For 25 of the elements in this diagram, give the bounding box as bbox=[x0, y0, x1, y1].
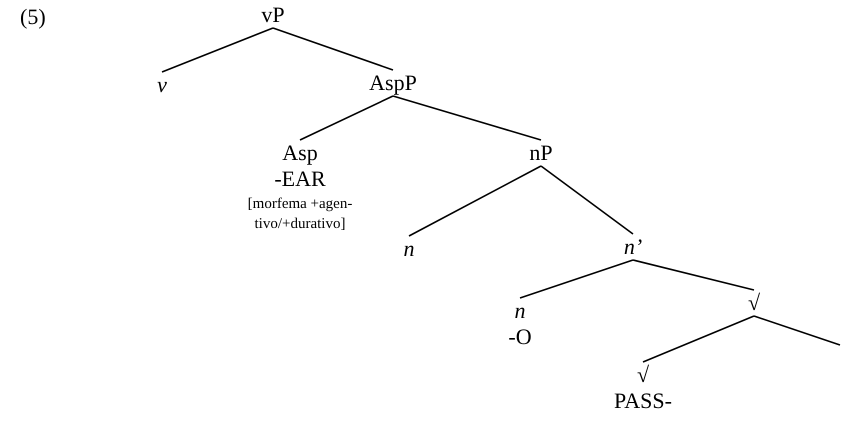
tree-label: -O bbox=[508, 324, 532, 350]
branch-line bbox=[272, 27, 394, 71]
tree-label: nP bbox=[529, 140, 553, 166]
tree-label: √ bbox=[748, 290, 760, 316]
branch-line bbox=[754, 315, 840, 346]
feature-note: [morfema +agen- tivo/+durativo] bbox=[246, 195, 354, 234]
tree-label: n bbox=[404, 236, 414, 262]
branch-line bbox=[642, 315, 754, 363]
branch-line bbox=[520, 259, 634, 299]
tree-label: vP bbox=[261, 2, 285, 28]
tree-label: n’ bbox=[624, 234, 642, 260]
tree-label: -EAR bbox=[273, 166, 327, 192]
example-number: (5) bbox=[20, 4, 46, 30]
branch-line bbox=[392, 95, 542, 141]
tree-label: n bbox=[514, 298, 526, 324]
branch-line bbox=[632, 259, 754, 291]
tree-label: PASS- bbox=[614, 388, 672, 414]
branch-line bbox=[408, 165, 542, 237]
branch-line bbox=[300, 95, 394, 141]
branch-line bbox=[162, 27, 274, 73]
tree-label: AspP bbox=[369, 70, 417, 96]
tree-label: Asp bbox=[281, 140, 319, 166]
tree-label: v bbox=[157, 72, 167, 98]
tree-label: √ bbox=[636, 362, 650, 388]
branch-line bbox=[540, 165, 634, 235]
